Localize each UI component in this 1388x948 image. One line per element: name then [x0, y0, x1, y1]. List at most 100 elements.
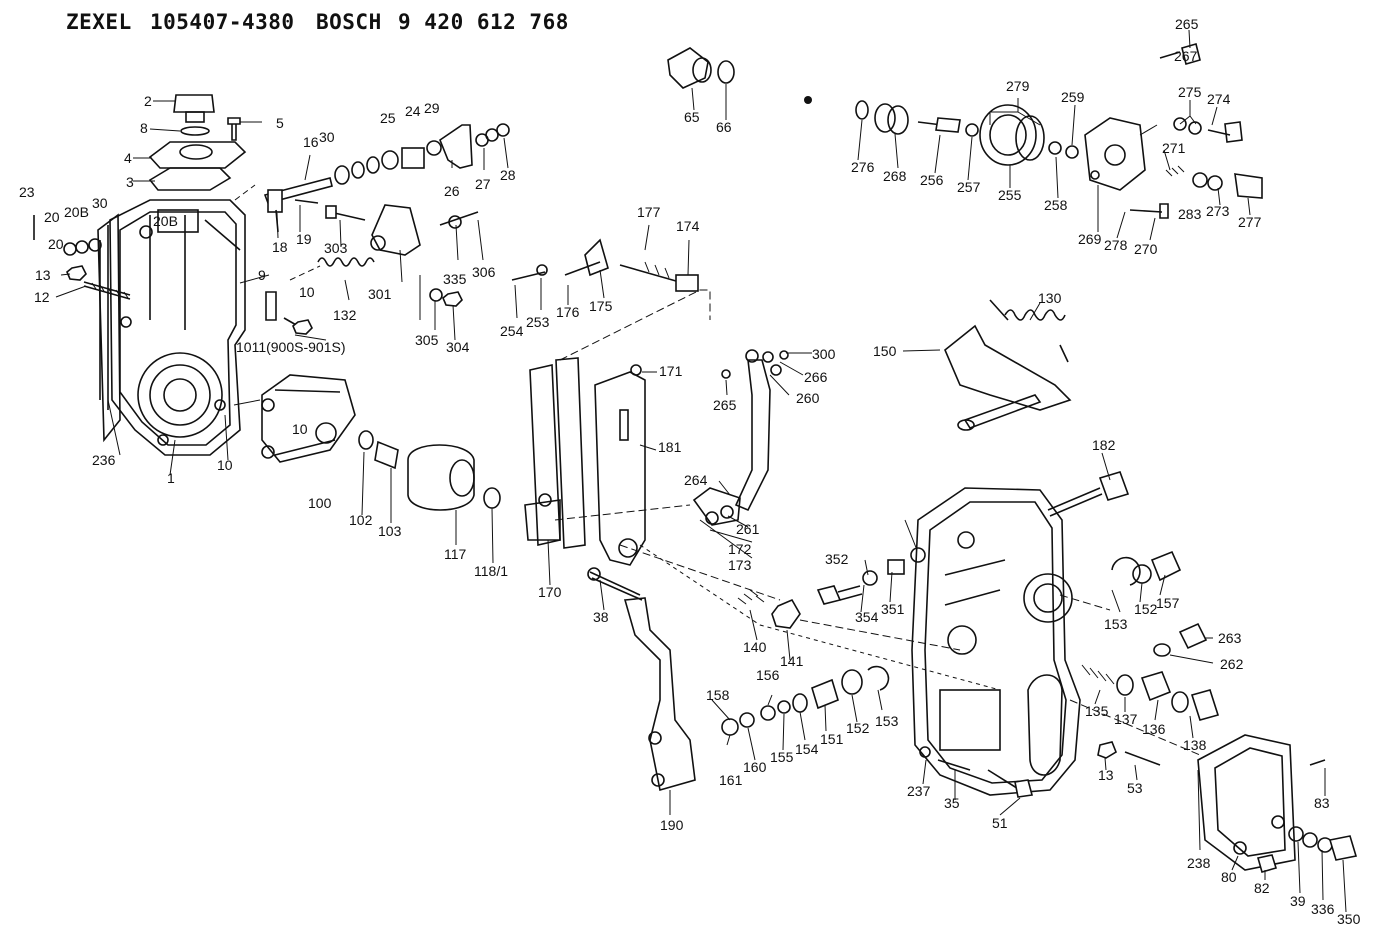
part-label-152: 152	[1134, 601, 1158, 617]
part-label-254: 254	[500, 323, 524, 339]
lower-hardware	[919, 741, 1161, 798]
part-label-237: 237	[907, 783, 931, 799]
part-label-27: 27	[475, 176, 491, 192]
part-label-335: 335	[443, 271, 467, 287]
small-hardware-left	[33, 215, 131, 300]
header-bosch-part-number: 9 420 612 768	[398, 10, 569, 34]
part-label-155: 155	[770, 749, 794, 765]
part-label-174: 174	[676, 218, 700, 234]
part-label-170: 170	[538, 584, 562, 600]
part-label-135: 135	[1085, 703, 1109, 719]
part-label-35: 35	[944, 795, 960, 811]
part-label-270: 270	[1134, 241, 1158, 257]
part-label-20B: 20B	[153, 213, 178, 229]
part-label-265: 265	[1175, 16, 1199, 32]
part-label-256: 256	[920, 172, 944, 188]
governor-housing	[99, 199, 246, 456]
part-label-181: 181	[658, 439, 682, 455]
part-label-351: 351	[881, 601, 905, 617]
part-label-305: 305	[415, 332, 439, 348]
lever-181	[594, 364, 646, 566]
part-label-268: 268	[883, 168, 907, 184]
part-label-3: 3	[126, 174, 134, 190]
part-label-20: 20	[48, 236, 64, 252]
part-label-151: 151	[820, 731, 844, 747]
part-label-138: 138	[1183, 737, 1207, 753]
part-label-66: 66	[716, 119, 732, 135]
part-label-118-1: 118/1	[474, 563, 508, 579]
part-label-132: 132	[333, 307, 357, 323]
part-label-156: 156	[756, 667, 780, 683]
part-label-176: 176	[556, 304, 580, 320]
part-label-29: 29	[424, 100, 440, 116]
part-label-53: 53	[1127, 780, 1143, 796]
part-label-39: 39	[1290, 893, 1306, 909]
part-label-13: 13	[35, 267, 51, 283]
part-label-300: 300	[812, 346, 836, 362]
part-label-100: 100	[308, 495, 332, 511]
part-label-117: 117	[444, 546, 467, 562]
bolt-351-assembly	[816, 547, 926, 605]
part-label-171: 171	[659, 363, 683, 379]
part-label-153: 153	[875, 713, 899, 729]
part-label-5: 5	[276, 115, 284, 131]
part-label-103: 103	[378, 523, 402, 539]
part-label-30: 30	[92, 195, 108, 211]
part-label-20B: 20B	[64, 204, 89, 220]
lever-175-assembly	[511, 238, 699, 292]
part-label-154: 154	[795, 741, 819, 757]
part-label-275: 275	[1178, 84, 1202, 100]
part-label-258: 258	[1044, 197, 1068, 213]
part-label-153: 153	[1104, 616, 1128, 632]
part-label-130: 130	[1038, 290, 1062, 306]
part-label-18: 18	[272, 239, 288, 255]
screw-263	[1153, 622, 1208, 657]
part-label-262: 262	[1220, 656, 1244, 672]
part-label-157: 157	[1156, 595, 1180, 611]
part-label-274: 274	[1207, 91, 1231, 107]
part-label-83: 83	[1314, 795, 1330, 811]
adjuster-157-assembly	[1111, 550, 1182, 586]
part-label-354: 354	[855, 609, 879, 625]
part-label-238: 238	[1187, 855, 1211, 871]
part-label-8: 8	[140, 120, 148, 136]
part-label-19: 19	[296, 231, 312, 247]
assembly-axis-lines	[234, 184, 1201, 756]
part-label-10: 10	[217, 457, 233, 473]
part-label-255: 255	[998, 187, 1022, 203]
part-label-38: 38	[593, 609, 609, 625]
part-label-301: 301	[368, 286, 392, 302]
part-label-24: 24	[405, 103, 421, 119]
part-label-267: 267	[1174, 48, 1198, 64]
boost-compensator-assembly	[804, 43, 1263, 219]
part-label-80: 80	[1221, 869, 1237, 885]
part-label-173: 173	[728, 557, 752, 573]
header-brand-zexel: ZEXEL	[66, 10, 132, 34]
spring-132	[265, 257, 375, 335]
header-zexel-part-number: 105407-4380	[150, 10, 295, 34]
adjuster-135-assembly	[1081, 664, 1220, 721]
part-label-263: 263	[1218, 630, 1242, 646]
part-label-265: 265	[713, 397, 737, 413]
part-label-276: 276	[851, 159, 875, 175]
part-label-82: 82	[1254, 880, 1270, 896]
governor-lever-170	[524, 357, 586, 549]
part-label-1: 1	[167, 470, 175, 486]
bolt-182	[1047, 471, 1130, 517]
part-label-259: 259	[1061, 89, 1085, 105]
part-label-306: 306	[472, 264, 496, 280]
tension-lever-150	[944, 299, 1072, 431]
part-label-136: 136	[1142, 721, 1166, 737]
part-label-260: 260	[796, 390, 820, 406]
part-label-271: 271	[1162, 140, 1186, 156]
part-label-266: 266	[804, 369, 828, 385]
gasket	[97, 213, 121, 443]
part-label-51: 51	[992, 815, 1008, 831]
part-label-12: 12	[34, 289, 50, 305]
part-label-140: 140	[743, 639, 767, 655]
part-label-304: 304	[446, 339, 470, 355]
lever-shaft	[263, 177, 333, 233]
plug-65-66	[667, 47, 735, 89]
part-label-150: 150	[873, 343, 897, 359]
part-label-277: 277	[1238, 214, 1262, 230]
